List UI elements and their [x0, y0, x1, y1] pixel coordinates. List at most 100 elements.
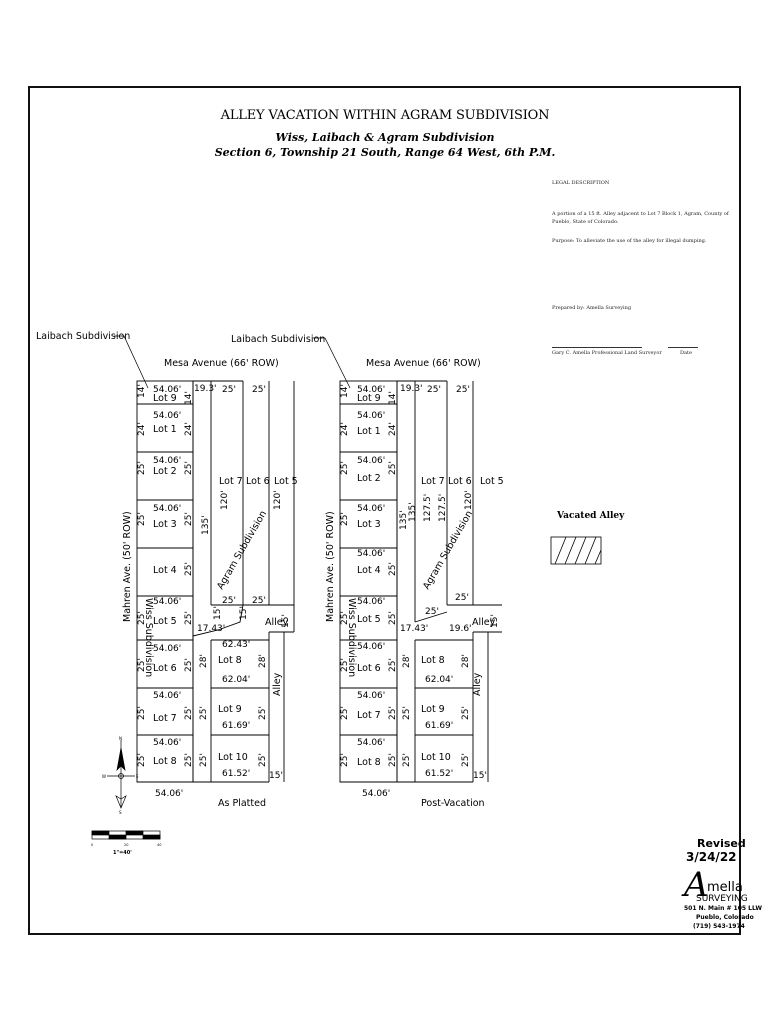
plat-line: [125, 830, 144, 836]
mahren-ave-label-left: Mahren Ave. (50' ROW): [122, 511, 133, 622]
lot7-left-label: Lot 7: [153, 713, 177, 724]
mesa-ave-label-right: Mesa Avenue (66' ROW): [366, 358, 481, 369]
scale-tick-0: 0: [91, 843, 93, 847]
dim-25-lot7: 25': [137, 706, 147, 720]
vacated-alley-swatch: [550, 536, 602, 565]
lot10-r-right-label: Lot 10: [421, 752, 451, 763]
plat-line: [584, 536, 597, 565]
dim-25-a: 25': [222, 385, 236, 395]
dim-28-right: 28': [258, 654, 268, 668]
plat-line: [142, 834, 161, 840]
drawing-title: ALLEY VACATION WITHIN AGRAM SUBDIVISION: [220, 108, 550, 123]
lot6-r-left-label: Lot 6: [357, 663, 381, 674]
alley-vert-right: Alley: [472, 672, 483, 696]
wiss-sub-label-left: Wiss Subdivision: [143, 598, 154, 677]
dim-25-lot10-l: 25': [199, 753, 209, 767]
plat-line: [116, 747, 126, 772]
dim-25-lot7-r: 25': [184, 706, 194, 720]
lot6-r-label: Lot 6: [448, 476, 472, 487]
date-line: [668, 347, 698, 348]
alley-label-right: Alley: [472, 617, 496, 628]
plat-line: [574, 536, 587, 565]
logo-name: mella: [707, 880, 743, 895]
lot6-label: Lot 6: [246, 476, 270, 487]
lot6-left-label: Lot 6: [153, 663, 177, 674]
dim-61-69-left: 61.69': [222, 721, 250, 731]
plat-line: [550, 536, 602, 565]
dim-25-lot2: 25': [137, 461, 147, 475]
scale-bar: [91, 830, 161, 840]
plat-line: [414, 611, 448, 623]
lot9-r-label: Lot 9: [357, 393, 381, 404]
dim-120-left: 120': [220, 490, 230, 510]
dim-25-lot9-l: 25': [199, 706, 209, 720]
plat-line: [91, 830, 110, 836]
dim-r-14-b: 14': [388, 391, 398, 405]
dim-r-135: 135': [399, 510, 409, 530]
dim-r-25-lot10-l: 25': [402, 753, 412, 767]
dim-r-lot9-width: 54.06': [357, 385, 385, 395]
lot1-r-label: Lot 1: [357, 426, 381, 437]
dim-r-25-lot8: 25': [340, 753, 350, 767]
dim-lot9-width: 54.06': [153, 385, 181, 395]
dim-r-25-lot7: 25': [340, 706, 350, 720]
lot3-r-label: Lot 3: [357, 519, 381, 530]
logo-surveying: SURVEYING: [696, 894, 748, 904]
dim-r-25-lot10-r: 25': [461, 753, 471, 767]
lot9-r-right-label: Lot 9: [421, 704, 445, 715]
signer-name: Gary C. Amella Professional Land Surveyo…: [552, 350, 662, 356]
agram-sub-label-left: Agram Subdivision: [215, 509, 269, 592]
dim-r-25-lot5-r: 25': [388, 611, 398, 625]
dim-r-25-lot9-l: 25': [402, 706, 412, 720]
dim-lot2-width: 54.06': [153, 456, 181, 466]
dim-r-17-43: 17.43': [400, 624, 428, 634]
dim-r-lot8-width: 54.06': [357, 738, 385, 748]
signature-line: [552, 347, 642, 348]
post-vacation-label: Post-Vacation: [421, 798, 485, 809]
lot3-label: Lot 3: [153, 519, 177, 530]
dim-25-lot10-r: 25': [258, 753, 268, 767]
dim-r-15-alley: 15': [490, 614, 500, 628]
dim-r-28-left: 28': [402, 654, 412, 668]
lot5-r-label: Lot 5: [357, 614, 381, 625]
alley-vert-left: Alley: [272, 672, 283, 696]
lot8-right-label: Lot 8: [218, 655, 242, 666]
plat-line: [594, 549, 602, 565]
legal-purpose: Purpose: To alleviate the use of the all…: [552, 238, 707, 244]
lot10-right-label: Lot 10: [218, 752, 248, 763]
wiss-block-outline-post: [339, 380, 398, 783]
revised-date: 3/24/22: [686, 850, 737, 864]
dim-r-25-lot3: 25': [340, 512, 350, 526]
plat-line: [108, 834, 127, 840]
dim-r-25-lot7-r: 25': [388, 706, 398, 720]
company-phone: (719) 543-1974: [693, 923, 745, 930]
laibach-label-left: Laibach Subdivision: [36, 331, 130, 342]
plat-line: [564, 536, 577, 565]
dim-25-lot8: 25': [137, 753, 147, 767]
dim-r-25-lot8-r: 25': [388, 753, 398, 767]
dim-r-25-a: 25': [427, 385, 441, 395]
dim-r-24-b: 24': [388, 422, 398, 436]
lot4-label: Lot 4: [153, 565, 177, 576]
mahren-ave-label-right: Mahren Ave. (50' ROW): [325, 511, 336, 622]
vacated-alley-label: Vacated Alley: [556, 511, 625, 521]
dim-r-19-3: 19.3': [400, 384, 423, 394]
dim-lot6-width: 54.06': [153, 644, 181, 654]
wiss-sub-label-right: Wiss Subdivision: [346, 598, 357, 677]
dim-r-25-lot2: 25': [340, 461, 350, 475]
north-arrow-icon: [107, 740, 135, 809]
dim-15-vert-left: 15': [213, 606, 223, 620]
dim-r-28-right: 28': [461, 654, 471, 668]
dim-r-135-b: 135': [408, 502, 418, 522]
dim-15-bottom-left: 15': [269, 771, 283, 781]
date-label: Date: [680, 350, 692, 356]
plat-line: [118, 773, 124, 779]
as-platted-plat: [136, 380, 295, 783]
revised-label: Revised: [697, 837, 746, 850]
dim-15-vert-left-b: 15': [239, 606, 249, 620]
dim-25-lot5: 25': [137, 611, 147, 625]
dim-r-127-5-b: 127.5': [438, 494, 448, 522]
dim-62-04-left: 62.04': [222, 675, 250, 685]
lot7-label: Lot 7: [219, 476, 243, 487]
